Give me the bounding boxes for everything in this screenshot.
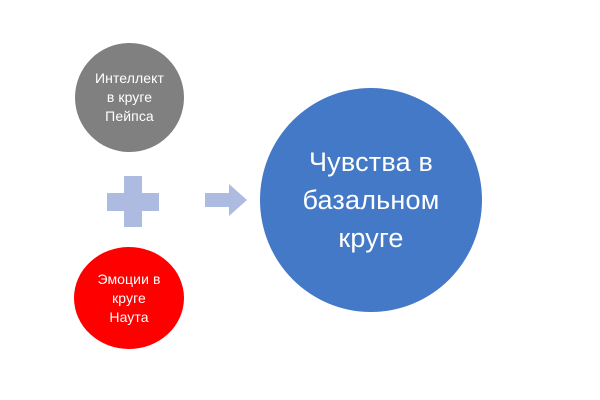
plus-icon-vertical-bar	[124, 176, 142, 227]
arrow-right-icon	[205, 184, 247, 216]
plus-icon	[107, 176, 159, 227]
diagram-node-emotions: Эмоции в круге Наута	[74, 247, 184, 349]
diagram-node-intellect: Интеллект в круге Пейпса	[75, 43, 184, 152]
diagram-node-intellect-label: Интеллект в круге Пейпса	[94, 70, 165, 124]
diagram-node-emotions-label: Эмоции в круге Наута	[97, 270, 161, 325]
diagram-node-feelings-label: Чувства в базальном круге	[302, 147, 440, 253]
diagram-node-feelings: Чувства в базальном круге	[260, 88, 482, 312]
